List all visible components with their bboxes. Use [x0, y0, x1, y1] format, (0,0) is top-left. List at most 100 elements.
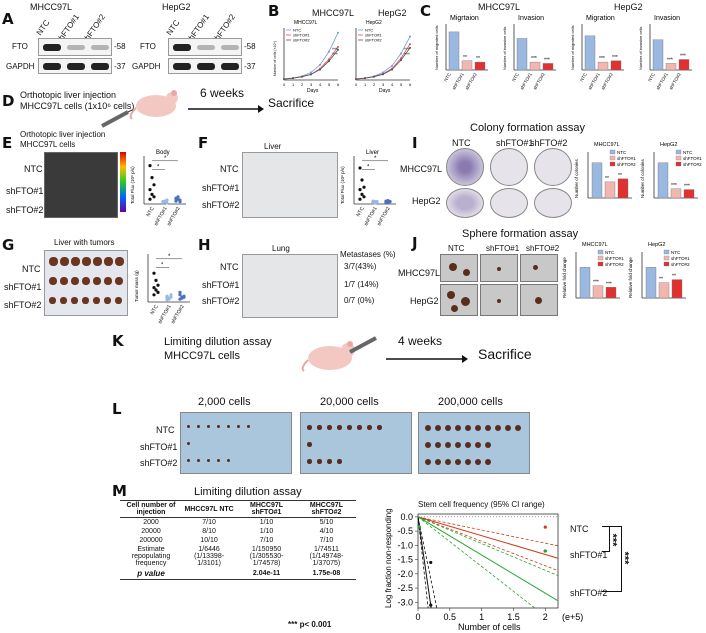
row-label: HepG2: [412, 196, 441, 206]
panel-label-j: J: [412, 234, 418, 252]
tumor-specimen: [93, 297, 100, 304]
cell-line-label: MHCC97L: [30, 2, 73, 12]
tumor-specimen: [505, 425, 511, 431]
tumor-specimen: [115, 257, 124, 266]
legend-label: shFTO#2: [605, 262, 624, 267]
duration-label: 6 weeks: [200, 86, 245, 100]
panel-label-d: D: [2, 92, 15, 110]
x-tick-label: 4: [319, 82, 322, 87]
row-label: HepG2: [410, 296, 439, 306]
tumor-specimen: [455, 425, 461, 431]
mouse-icon: [300, 336, 360, 372]
tumor-specimen: [485, 442, 491, 448]
chart-title: Body: [156, 150, 170, 156]
table-header: Cell number of injection: [126, 502, 176, 516]
y-axis-label: Number of invasive cells: [502, 27, 507, 70]
tumor-specimen: [445, 425, 451, 431]
panel-title: Lung: [272, 244, 290, 253]
bar: [665, 63, 677, 71]
legend-label: shFTO#2: [683, 162, 702, 167]
sphere-image: [520, 284, 558, 316]
legend-swatch: [609, 155, 616, 161]
data-point: [182, 295, 186, 299]
bar: [605, 287, 617, 299]
sphere-image: [480, 254, 518, 282]
legend-label: shFTO#1: [617, 156, 636, 161]
size-marker: -37: [244, 62, 256, 71]
assay-title: Invasion: [518, 15, 544, 22]
significance-stars: *: [367, 164, 370, 170]
row-label: MHCC97L: [398, 268, 441, 278]
tumor-specimen: [115, 277, 123, 285]
data-point: [156, 290, 160, 294]
significance-stars: **: [659, 277, 663, 283]
tumor-specimen: [207, 459, 210, 462]
tumor-specimen: [307, 459, 312, 464]
data-point: [358, 197, 362, 201]
bar: [604, 181, 616, 199]
tumor-specimen: [197, 459, 200, 462]
syringe-icon: [100, 108, 133, 128]
panel-title: Sphere formation assay: [462, 228, 579, 240]
bar: [591, 162, 603, 199]
row-label: shFTO#2: [4, 300, 42, 310]
panel-label-m: M: [112, 482, 127, 500]
data-point: [165, 201, 169, 205]
tumor-specimen: [435, 459, 441, 465]
significance-stars: ***: [606, 281, 612, 287]
tumor-specimen: [425, 459, 431, 465]
tumor-specimen: [337, 425, 342, 430]
data-point: [382, 73, 384, 76]
x-axis-label: Days: [379, 88, 391, 94]
data-point: [364, 77, 366, 80]
tumor-specimen: [485, 459, 491, 465]
footnote: *** p< 0.001: [288, 620, 332, 629]
gapdh-blot: [168, 58, 242, 74]
data-point: [169, 295, 173, 299]
significance-stars: *: [157, 164, 160, 170]
limiting-dilution-table: Cell number of injection MHCC97L NTC MHC…: [120, 500, 356, 580]
category-label: NTC: [355, 206, 366, 218]
data-point: [156, 283, 160, 287]
data-point: [150, 176, 154, 180]
chart-title: Liver: [366, 150, 379, 156]
bar: [610, 60, 622, 71]
bar: [579, 267, 591, 299]
bar: [461, 60, 473, 71]
tumor-specimen: [82, 257, 91, 266]
data-point: [148, 188, 152, 192]
tumor-specimen: [93, 257, 102, 266]
row-label: shFTO#2: [202, 200, 240, 210]
significance-stars: ***: [612, 55, 618, 61]
y-tick-label: -0.5: [397, 526, 413, 536]
tumor-specimen: [465, 459, 471, 465]
significance-stars: ***: [531, 56, 537, 62]
row-label: NTC: [220, 262, 239, 272]
data-point: [161, 200, 165, 204]
y-tick-label: -2.0: [397, 569, 413, 579]
tumor-specimen: [317, 459, 322, 464]
panel-label-l: L: [112, 400, 122, 418]
x-axis-label: Days: [307, 88, 319, 94]
injection-line1: Orthotopic liver injection: [20, 90, 117, 100]
cell-line-header: MHCC97L: [478, 2, 521, 12]
ivis-body-image: [44, 152, 118, 218]
data-point: [292, 77, 294, 80]
legend-label: shFTO#1: [365, 33, 382, 38]
column-label: shFTO#2: [530, 138, 568, 148]
category-label: shFTO#1: [655, 72, 669, 91]
tumor-tray: [300, 412, 412, 474]
tumor-specimen: [217, 459, 220, 462]
legend-label: shFTO#1: [605, 256, 624, 261]
table-header: MHCC97L shFTO#2: [309, 502, 343, 516]
tumor-specimen: [197, 425, 200, 428]
significance-stars: ***: [404, 47, 410, 53]
data-point: [384, 200, 388, 204]
significance-stars: *: [164, 156, 167, 162]
tumor-specimen: [307, 442, 312, 447]
